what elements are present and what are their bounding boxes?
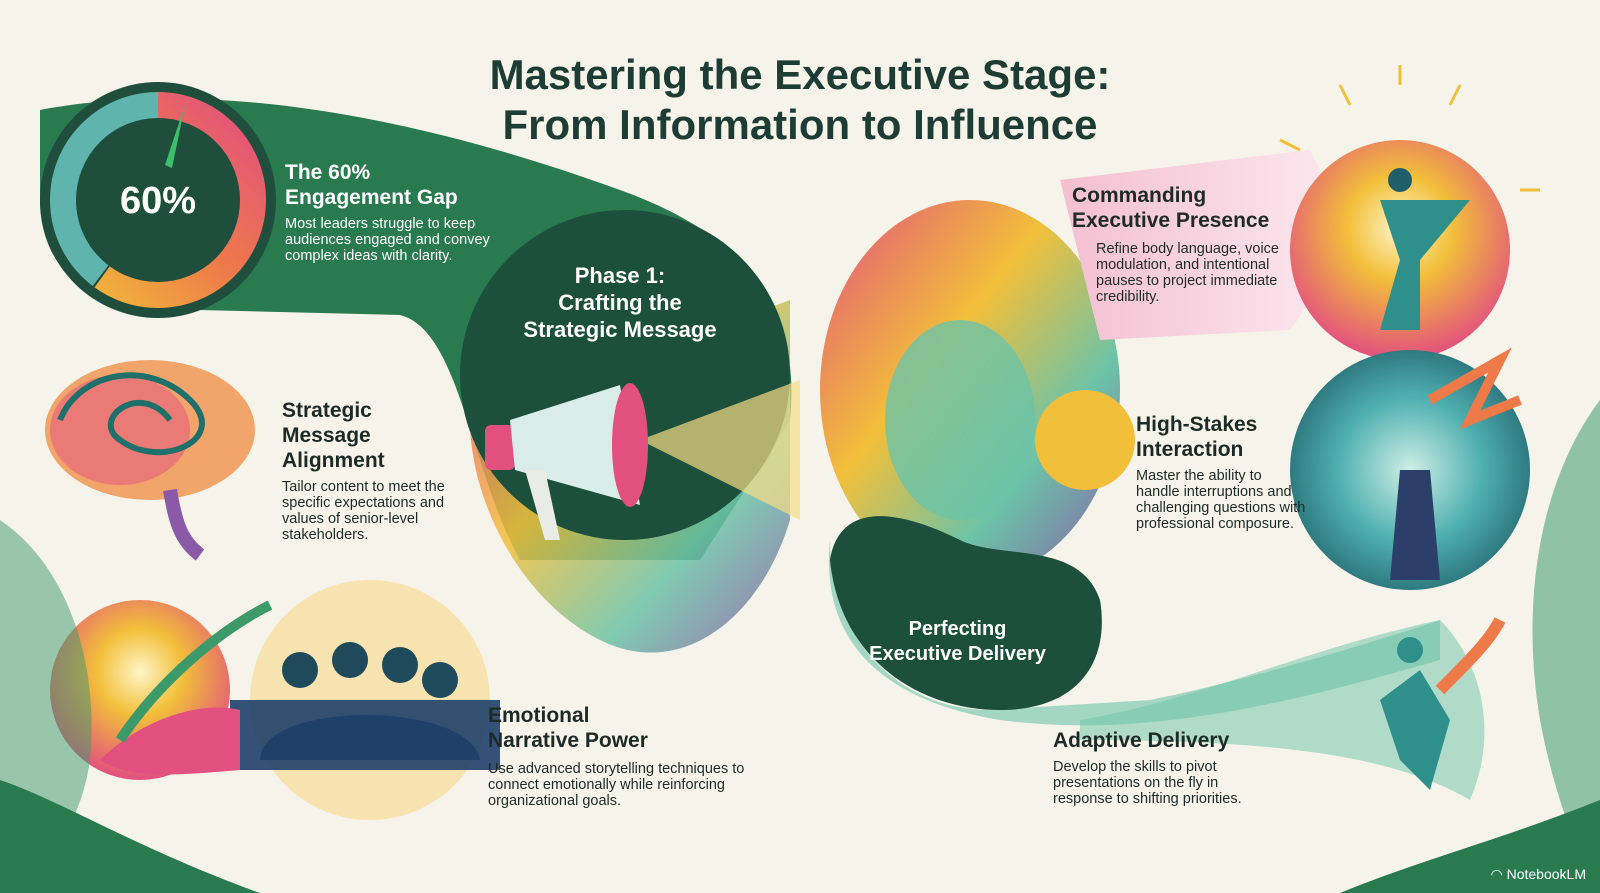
notebooklm-logo-icon: ◠ — [1490, 866, 1503, 882]
engagement-gap-heading: The 60%Engagement Gap — [285, 161, 458, 209]
strategic-alignment-body: Tailor content to meet the specific expe… — [282, 479, 445, 543]
executive-presence-body: Refine body language, voice modulation, … — [1096, 241, 1279, 305]
right-foliage — [1532, 400, 1600, 893]
page-title: Mastering the Executive Stage: From Info… — [489, 51, 1111, 148]
high-stakes-body: Master the ability to handle interruptio… — [1136, 468, 1306, 532]
emotional-narrative-body: Use advanced storytelling techniques to … — [488, 761, 745, 809]
adaptive-illustration — [1080, 620, 1485, 800]
adaptive-delivery-body: Develop the skills to pivot presentation… — [1053, 759, 1242, 807]
gauge-percent: 60% — [119, 180, 197, 222]
brain-illustration — [45, 360, 255, 561]
notebooklm-watermark: ◠ NotebookLM — [1490, 866, 1587, 882]
adaptive-delivery-heading: Adaptive Delivery — [1053, 729, 1230, 752]
adaptive-delivery-section: Adaptive Delivery Develop the skills to … — [1053, 728, 1273, 807]
engagement-gap-section: The 60%Engagement Gap Most leaders strug… — [285, 160, 515, 264]
engagement-gap-body: Most leaders struggle to keep audiences … — [285, 216, 490, 264]
